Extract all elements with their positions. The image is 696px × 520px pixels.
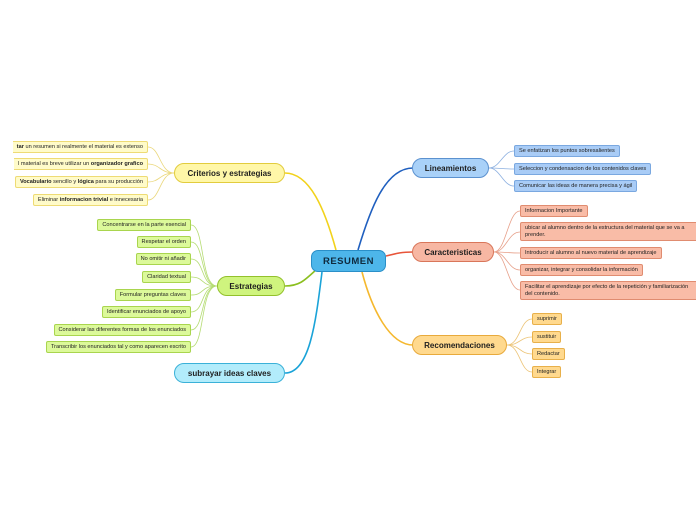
leaf-lineamientos-3[interactable]: Comunicar las ideas de manera precisa y … xyxy=(514,180,638,192)
leaf-criterios-1[interactable]: tar un resumen si realmente el material … xyxy=(12,141,148,153)
topic-recomendaciones[interactable]: Recomendaciones xyxy=(412,335,507,355)
leaf-estrategias-5[interactable]: Formular preguntas claves xyxy=(114,289,191,301)
link-recomendaciones xyxy=(361,271,414,346)
leaf-caracteristicas-1[interactable]: Informacion Importante xyxy=(520,205,588,217)
topic-subrayar-ideas-claves[interactable]: subrayar ideas claves xyxy=(174,363,285,383)
leaf-estrategias-6[interactable]: Identificar enunciados de apoyo xyxy=(102,306,191,318)
link-criterios xyxy=(284,172,337,251)
topic-caracteristicas[interactable]: Caracteristicas xyxy=(412,242,494,262)
leaf-label: Vocabulario sencillo y lógica para su pr… xyxy=(19,179,143,185)
leaf-recomendaciones-4[interactable]: Integrar xyxy=(532,366,562,378)
leaf-criterios-2[interactable]: l material es breve utilizar un organiza… xyxy=(14,158,148,170)
leaf-lineamientos-1[interactable]: Se enfatizan los puntos sobresalientes xyxy=(514,145,620,157)
leaf-estrategias-4[interactable]: Claridad textual xyxy=(142,271,191,283)
leaf-label: Seleccion y condensacion de los contenid… xyxy=(519,166,647,172)
leaf-label: suprimir xyxy=(537,316,557,322)
leaf-label: Se enfatizan los puntos sobresalientes xyxy=(519,148,615,154)
leaf-label: tar un resumen si realmente el material … xyxy=(16,144,143,150)
leaf-estrategias-1[interactable]: Concentrarse en la parte esencial xyxy=(97,219,191,231)
topic-lineamientos-label: Lineamientos xyxy=(424,163,477,173)
leaf-estrategias-7[interactable]: Considerar las diferentes formas de los … xyxy=(53,324,191,336)
leaf-label: Formular preguntas claves xyxy=(119,292,186,298)
leaf-label: l material es breve utilizar un organiza… xyxy=(18,161,143,167)
leaf-label: No omitir ni añadir xyxy=(140,256,186,262)
central-topic-label: RESUMEN xyxy=(322,255,374,267)
central-topic-resumen[interactable]: RESUMEN xyxy=(311,250,386,272)
leaf-label: Informacion Importante xyxy=(525,208,583,214)
leaf-estrategias-3[interactable]: No omitir ni añadir xyxy=(135,253,191,265)
leaf-label: Redactar xyxy=(537,351,560,357)
leaf-label: organizar, integrar y consolidar la info… xyxy=(525,267,638,273)
leaf-estrategias-2[interactable]: Respetar el orden xyxy=(136,236,191,248)
leaf-label: Considerar las diferentes formas de los … xyxy=(58,327,186,333)
topic-estrategias-label: Estrategias xyxy=(229,281,273,291)
leaf-label: Identificar enunciados de apoyo xyxy=(107,309,186,315)
leaf-criterios-3[interactable]: Vocabulario sencillo y lógica para su pr… xyxy=(14,176,148,188)
topic-caracteristicas-label: Caracteristicas xyxy=(424,247,482,257)
leaf-caracteristicas-3[interactable]: Introducir al alumno al nuevo material d… xyxy=(520,247,662,259)
leaf-estrategias-8[interactable]: Transcribir los enunciados tal y como ap… xyxy=(45,341,191,353)
leaf-label: Eliminar informacion trivial e innecesar… xyxy=(37,197,143,203)
leaf-label: Facilitar el aprendizaje por efecto de l… xyxy=(525,284,689,297)
link-subrayar xyxy=(284,271,323,374)
topic-estrategias[interactable]: Estrategias xyxy=(217,276,285,296)
leaf-recomendaciones-1[interactable]: suprimir xyxy=(532,313,562,325)
topic-criterios-label: Criterios y estrategias xyxy=(187,168,272,178)
topic-lineamientos[interactable]: Lineamientos xyxy=(412,158,489,178)
link-caracteristicas xyxy=(385,251,414,257)
leaf-label: Claridad textual xyxy=(147,274,186,280)
leaf-label: Integrar xyxy=(537,369,557,375)
leaf-label: Transcribir los enunciados tal y como ap… xyxy=(50,344,186,350)
leaf-label: sustituir xyxy=(537,334,557,340)
leaf-label: Respetar el orden xyxy=(141,239,186,245)
leaf-caracteristicas-2[interactable]: ubicar al alumno dentro de la estructura… xyxy=(520,222,696,241)
leaf-criterios-4[interactable]: Eliminar informacion trivial e innecesar… xyxy=(32,194,148,206)
leaf-label: ubicar al alumno dentro de la estructura… xyxy=(525,225,685,238)
leaf-recomendaciones-3[interactable]: Redactar xyxy=(532,348,565,360)
leaf-label: Concentrarse en la parte esencial xyxy=(102,222,186,228)
leaf-label: Comunicar las ideas de manera precisa y … xyxy=(519,183,633,189)
leaf-caracteristicas-5[interactable]: Facilitar el aprendizaje por efecto de l… xyxy=(520,281,696,300)
leaf-caracteristicas-4[interactable]: organizar, integrar y consolidar la info… xyxy=(520,264,643,276)
topic-recomendaciones-label: Recomendaciones xyxy=(424,340,495,350)
leaf-recomendaciones-2[interactable]: sustituir xyxy=(532,331,562,343)
link-lineamientos xyxy=(357,167,414,251)
topic-subrayar-label: subrayar ideas claves xyxy=(187,368,272,378)
topic-criterios-estrategias[interactable]: Criterios y estrategias xyxy=(174,163,285,183)
leaf-label: Introducir al alumno al nuevo material d… xyxy=(525,250,657,256)
leaf-lineamientos-2[interactable]: Seleccion y condensacion de los contenid… xyxy=(514,163,652,175)
